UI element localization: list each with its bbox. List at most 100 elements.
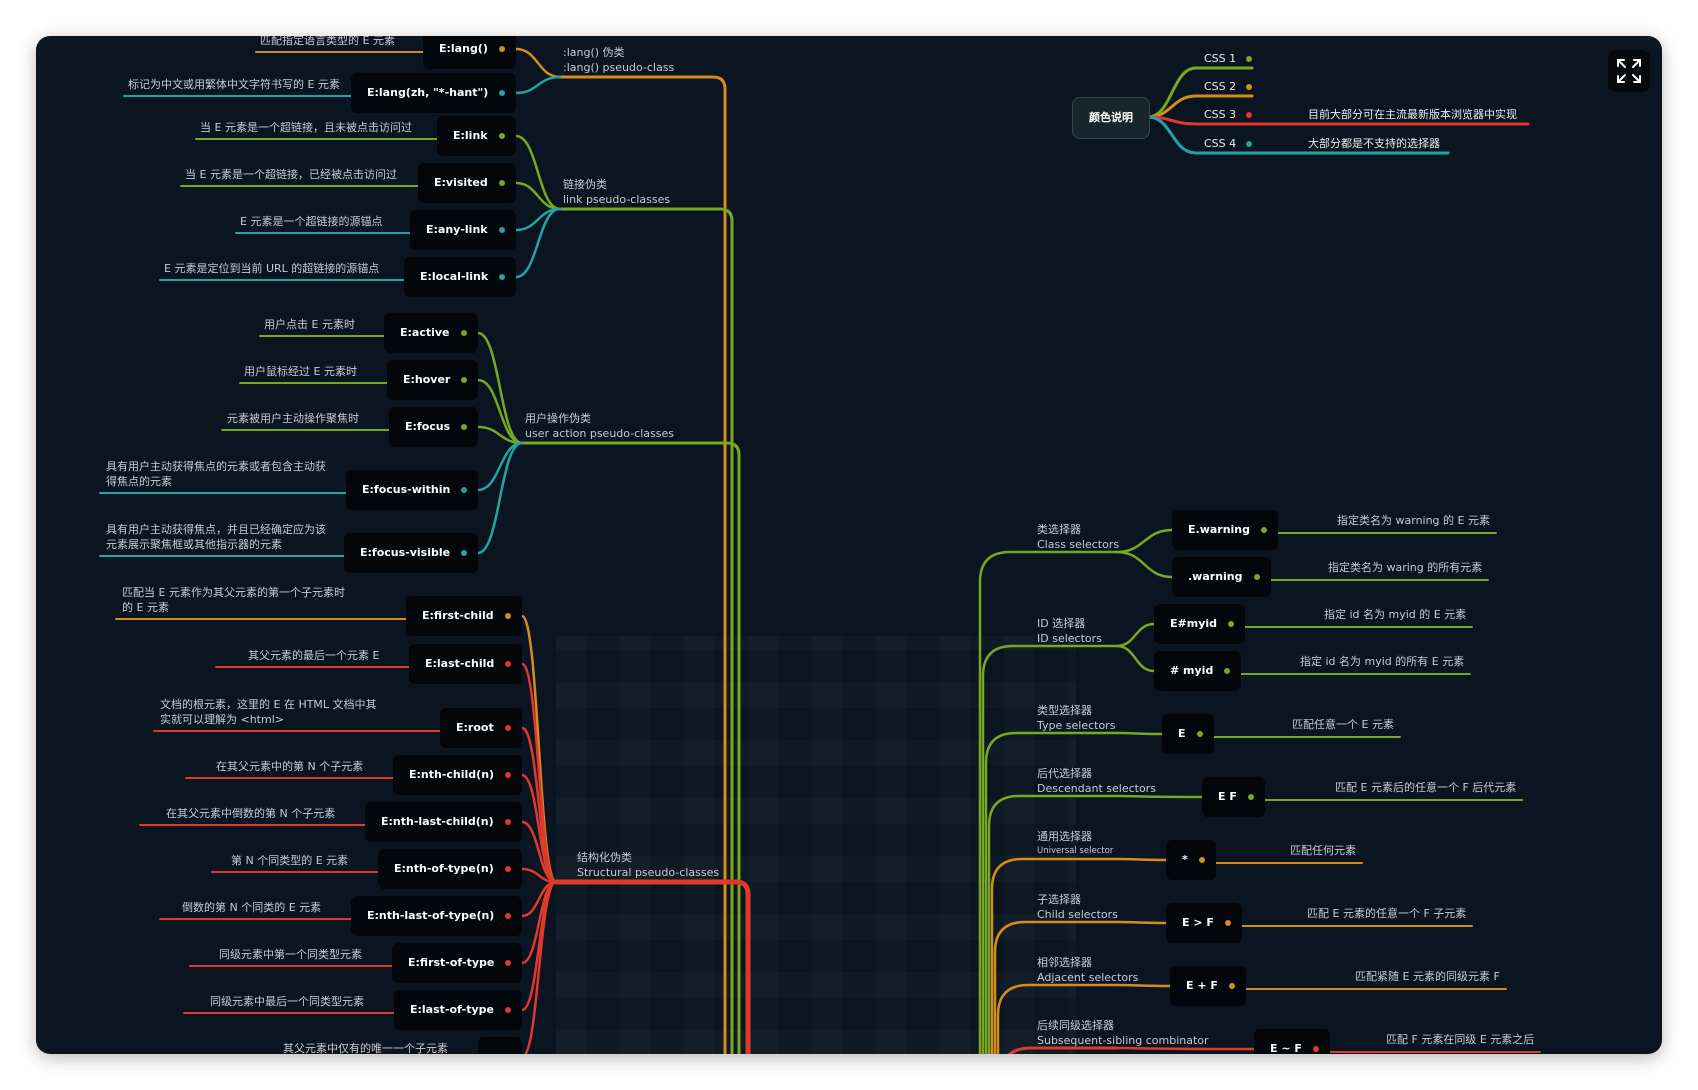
level-dot — [1224, 920, 1231, 926]
selector-node-right-2-0[interactable]: E — [1162, 714, 1214, 754]
selector-node-right-0-0[interactable]: E.warning — [1172, 510, 1279, 550]
legend-item-1: CSS 2 — [1204, 80, 1253, 93]
trunk-link-0 — [558, 75, 727, 1054]
selector-node-left-2-1[interactable]: E:hover — [387, 360, 479, 400]
group-title: 用户操作伪类 — [525, 412, 591, 425]
group-title: 链接伪类 — [563, 178, 607, 191]
selector-node-left-3-1[interactable]: E:last-child — [409, 644, 523, 684]
legend-connector-3 — [1146, 115, 1198, 155]
selector-node-left-1-1[interactable]: E:visited — [418, 163, 516, 203]
selector-node-left-3-8[interactable]: E:last-of-type — [394, 990, 522, 1030]
selector-label: E#myid — [1170, 617, 1218, 630]
group-subtitle: Child selectors — [1037, 908, 1118, 921]
group-subtitle: ID selectors — [1037, 632, 1102, 645]
mindmap-canvas[interactable]: :lang() 伪类:lang() pseudo-class E:lang() 匹配… — [36, 36, 1662, 1054]
selector-node-left-3-0[interactable]: E:first-child — [406, 596, 522, 636]
connector-left-0-1 — [514, 75, 562, 95]
selector-desc-left-0-0: 匹配指定语言类型的 E 元素 — [260, 36, 395, 47]
selector-node-left-3-3[interactable]: E:nth-child(n) — [393, 755, 523, 795]
selector-node-right-7-0[interactable]: E ~ F — [1254, 1029, 1330, 1054]
selector-desc-right-1-1: 指定 id 名为 myid 的所有 E 元素 — [1300, 655, 1465, 668]
trunk-link-right-4 — [990, 857, 1119, 1054]
level-dot — [505, 772, 512, 778]
level-dot — [504, 866, 511, 872]
connector-left-3-4 — [520, 820, 558, 884]
trunk-link-right-1 — [981, 644, 1119, 1054]
trunk-link-right-6 — [996, 983, 1119, 1054]
selector-desc-right-4-0: 匹配任何元素 — [1290, 844, 1356, 857]
selector-node-left-2-4[interactable]: E:focus-visible — [344, 533, 479, 573]
legend-root-node[interactable]: 颜色说明 — [1072, 97, 1150, 139]
selector-node-right-1-1[interactable]: # myid — [1154, 651, 1242, 691]
trunk-link-3 — [553, 879, 751, 1054]
group-title: 后续同级选择器 — [1037, 1019, 1114, 1032]
selector-node-left-0-1[interactable]: E:lang(zh, "*-hant") — [351, 73, 517, 113]
selector-desc-left-3-4: 在其父元素中倒数的第 N 个子元素 — [166, 807, 336, 820]
trunk-link-right-0 — [978, 550, 1119, 1054]
selector-desc-left-2-1: 用户鼠标经过 E 元素时 — [244, 365, 357, 378]
legend-connector-0 — [1146, 66, 1198, 119]
selector-node-left-2-3[interactable]: E:focus-within — [346, 470, 479, 510]
group-label-left-0: :lang() 伪类:lang() pseudo-class — [563, 45, 674, 75]
selector-node-right-3-0[interactable]: E F — [1202, 777, 1265, 817]
level-dot — [1312, 1046, 1319, 1052]
selector-label: E — [1178, 727, 1186, 740]
selector-label: E:last-child — [425, 657, 495, 670]
selector-node-left-1-3[interactable]: E:local-link — [404, 257, 517, 297]
trunk-link-1 — [558, 207, 734, 1054]
selector-node-left-2-0[interactable]: E:active — [384, 313, 478, 353]
selector-label: E:focus-within — [362, 483, 451, 496]
legend-label: CSS 2 — [1204, 80, 1237, 93]
level-dot — [461, 424, 468, 430]
selector-desc-left-3-9: 其父元素中仅有的唯一一个子元素 — [283, 1042, 448, 1054]
selector-node-left-3-6[interactable]: E:nth-last-of-type(n) — [351, 896, 523, 936]
selector-label: E F — [1218, 790, 1237, 803]
selector-label: E:lang(zh, "*-hant") — [367, 86, 489, 99]
level-dot — [504, 819, 511, 825]
level-dot — [461, 377, 468, 383]
selector-node-left-3-7[interactable]: E:first-of-type — [392, 943, 523, 983]
legend-item-3: CSS 4 — [1204, 137, 1253, 150]
level-dot — [1253, 574, 1260, 580]
selector-desc-right-3-0: 匹配 E 元素后的任意一个 F 后代元素 — [1335, 781, 1517, 794]
group-subtitle: link pseudo-classes — [563, 193, 671, 206]
selector-node-left-3-9[interactable] — [478, 1037, 522, 1054]
selector-node-left-0-0[interactable]: E:lang() — [423, 36, 516, 69]
selector-node-left-1-0[interactable]: E:link — [437, 116, 516, 156]
selector-desc-left-0-1: 标记为中文或用繁体中文字符书写的 E 元素 — [128, 78, 340, 91]
connector-right-3-0 — [1115, 794, 1204, 799]
level-dot — [1246, 84, 1253, 90]
fullscreen-button[interactable] — [1608, 50, 1650, 92]
connector-right-5-0 — [1115, 920, 1168, 925]
selector-node-right-4-0[interactable]: * — [1166, 840, 1216, 880]
selector-node-left-1-2[interactable]: E:any-link — [410, 210, 516, 250]
selector-desc-right-5-0: 匹配 E 元素的任意一个 F 子元素 — [1307, 907, 1467, 920]
trunk-link-right-3 — [987, 794, 1119, 1054]
selector-node-left-2-2[interactable]: E:focus — [389, 407, 479, 447]
selector-node-left-3-2[interactable]: E:root — [440, 708, 522, 748]
selector-node-left-3-5[interactable]: E:nth-of-type(n) — [378, 849, 522, 889]
level-dot — [498, 180, 505, 186]
selector-label: E:nth-of-type(n) — [394, 862, 494, 875]
level-dot — [504, 613, 511, 619]
legend-label: CSS 1 — [1204, 52, 1237, 65]
mindmap-links — [99, 47, 1541, 1054]
selector-node-right-1-0[interactable]: E#myid — [1154, 604, 1246, 644]
group-subtitle: Structural pseudo-classes — [577, 866, 720, 879]
selector-desc-left-1-3: E 元素是定位到当前 URL 的超链接的源锚点 — [164, 262, 380, 275]
selector-node-right-6-0[interactable]: E + F — [1170, 966, 1246, 1006]
level-dot — [505, 960, 512, 966]
expand-icon — [1617, 59, 1641, 83]
selector-desc-right-1-0: 指定 id 名为 myid 的 E 元素 — [1324, 608, 1467, 621]
selector-desc-left-1-0: 当 E 元素是一个超链接，且未被点击访问过 — [200, 121, 412, 134]
level-dot — [1261, 527, 1268, 533]
selector-node-right-0-1[interactable]: .warning — [1172, 557, 1271, 597]
connector-left-0-0 — [514, 47, 562, 79]
selector-label: E + F — [1186, 979, 1218, 992]
level-dot — [505, 913, 512, 919]
selector-node-left-3-4[interactable]: E:nth-last-child(n) — [365, 802, 522, 842]
selector-node-right-5-0[interactable]: E > F — [1166, 903, 1242, 943]
group-subtitle: Subsequent-sibling combinator — [1037, 1034, 1209, 1047]
